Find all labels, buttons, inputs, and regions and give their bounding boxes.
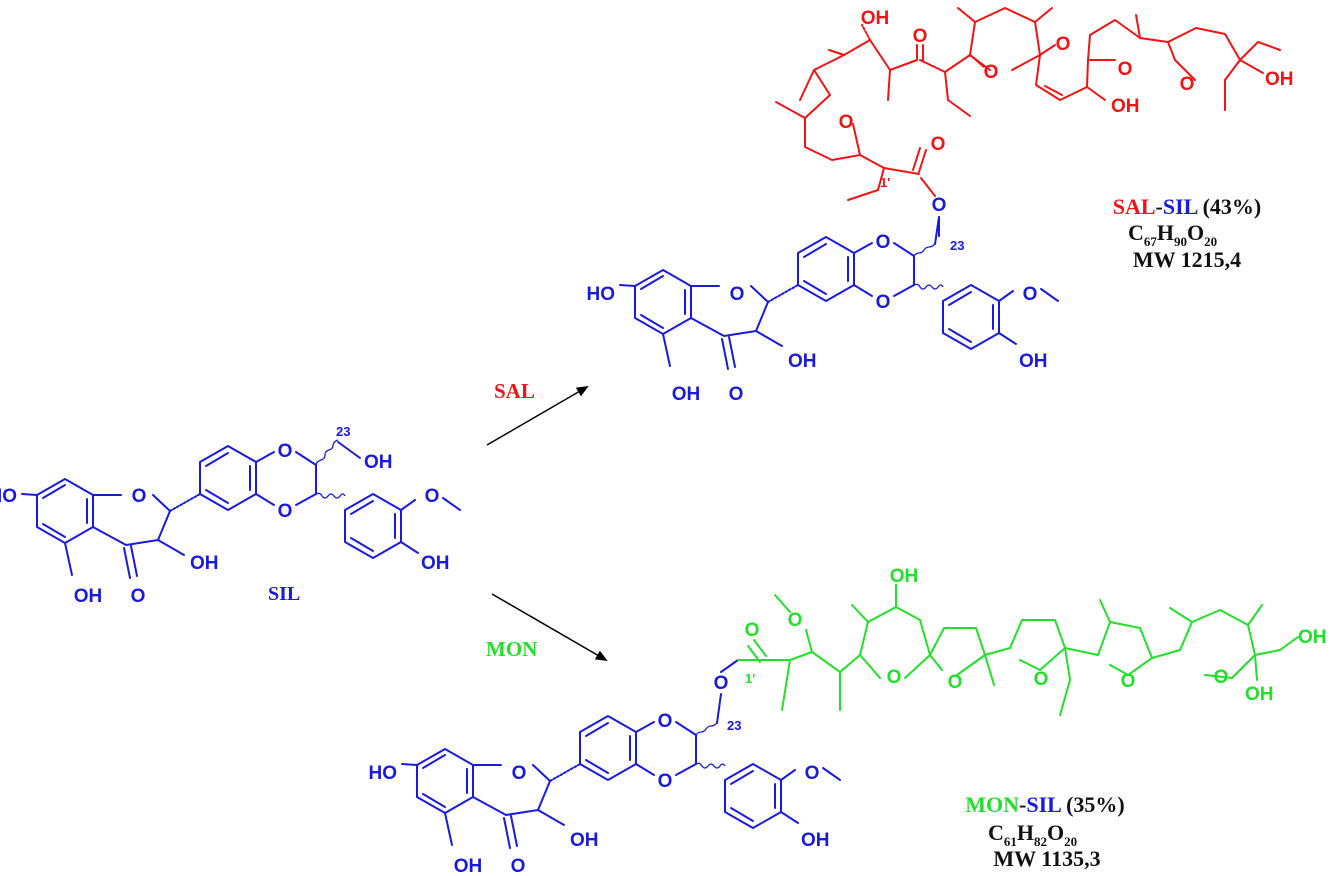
- atom-o: O: [1118, 59, 1133, 80]
- sal-sil-info: SAL-SIL (43%) C67H90O20 MW 1215,4: [1113, 194, 1262, 272]
- reagent-mon-label: MON: [486, 637, 537, 661]
- hydroxyl-label: OH: [74, 586, 103, 607]
- hydroxyl-label: OH: [190, 553, 219, 574]
- atom-o: O: [658, 711, 673, 732]
- hydroxyl-label: OH: [801, 830, 830, 851]
- sal-sil-structure: O O O O O O HO OH OH OH 23: [587, 7, 1294, 405]
- atom-o: O: [1121, 671, 1136, 692]
- atom-o: O: [714, 673, 729, 694]
- hydroxyl-label: HO: [0, 486, 17, 507]
- wavy-bond: [315, 439, 339, 466]
- hydroxyl-label: HO: [587, 284, 616, 305]
- mon-name: MON: [965, 792, 1019, 817]
- hydroxyl-label: OH: [672, 384, 701, 405]
- locant-1-prime: 1': [745, 671, 755, 686]
- svg-text:MON-SIL (35%): MON-SIL (35%): [965, 792, 1125, 817]
- atom-o: O: [839, 112, 854, 133]
- atom-o: O: [1056, 34, 1071, 55]
- hydroxyl-label: OH: [788, 351, 817, 372]
- reaction-arrow-bottom: [491, 593, 608, 662]
- hydroxyl-label: OH: [364, 452, 393, 473]
- hydroxyl-label: OH: [1111, 96, 1140, 117]
- sal-sil-mw: MW 1215,4: [1133, 247, 1241, 272]
- atom-o: O: [729, 384, 744, 405]
- atom-o: O: [1214, 667, 1229, 688]
- atom-o: O: [948, 672, 963, 693]
- mon-sil-yield: (35%): [1066, 792, 1125, 817]
- hydroxyl-label: OH: [1265, 69, 1294, 90]
- sil-name: SIL: [1026, 792, 1061, 817]
- atom-o: O: [876, 232, 891, 253]
- atom-o: O: [745, 620, 760, 641]
- sal-sil-yield: (43%): [1203, 194, 1262, 219]
- hydroxyl-label: OH: [454, 856, 483, 876]
- locant-1-prime: 1': [880, 175, 890, 190]
- atom-o: O: [425, 486, 440, 507]
- atom-o: O: [1180, 74, 1195, 95]
- mon-sil-formula: C61H82O20: [988, 820, 1077, 849]
- atom-o: O: [1034, 669, 1049, 690]
- atom-o: O: [132, 486, 147, 507]
- reagent-sal-label: SAL: [494, 379, 535, 403]
- sal-sil-formula: C67H90O20: [1128, 220, 1217, 249]
- hydroxyl-label: OH: [890, 566, 919, 587]
- atom-o: O: [278, 501, 293, 522]
- hydroxyl-label: OH: [1298, 627, 1327, 648]
- mon-sil-mw: MW 1135,3: [993, 846, 1100, 871]
- atom-o: O: [887, 667, 902, 688]
- hydroxyl-label: OH: [861, 8, 890, 29]
- silybin-structure: O O O O O HO OH OH OH OH 23 SIL: [0, 424, 461, 607]
- wavy-bond: [315, 492, 346, 499]
- atom-o: O: [658, 771, 673, 792]
- atom-o: O: [730, 284, 745, 305]
- locant-23: 23: [336, 424, 350, 439]
- atom-o: O: [805, 763, 820, 784]
- atom-o: O: [788, 610, 803, 631]
- mon-sil-info: MON-SIL (35%) C61H82O20 MW 1135,3: [965, 792, 1125, 871]
- atom-o: O: [876, 292, 891, 313]
- atom-o: O: [278, 441, 293, 462]
- locant-23: 23: [950, 238, 964, 253]
- hydroxyl-label: OH: [421, 553, 450, 574]
- atom-o: O: [984, 62, 999, 83]
- atom-o: O: [931, 134, 946, 155]
- atom-o: O: [511, 856, 526, 876]
- reaction-arrow-top: [486, 385, 589, 446]
- atom-o: O: [512, 763, 527, 784]
- hydroxyl-label: OH: [1019, 351, 1048, 372]
- atom-o: O: [913, 26, 928, 47]
- atom-o: O: [1023, 284, 1038, 305]
- hydroxyl-label: OH: [570, 830, 599, 851]
- locant-23: 23: [727, 718, 741, 733]
- atom-o: O: [932, 195, 947, 216]
- hydroxyl-label: OH: [1245, 684, 1274, 705]
- sil-label: SIL: [268, 583, 300, 605]
- hydroxyl-label: HO: [369, 763, 398, 784]
- mon-sil-structure: O O O O O O HO OH OH OH 23: [369, 566, 1327, 876]
- svg-text:SAL-SIL (43%): SAL-SIL (43%): [1113, 194, 1262, 219]
- atom-o: O: [131, 586, 146, 607]
- sal-name: SAL: [1113, 194, 1156, 219]
- sil-name: SIL: [1163, 194, 1198, 219]
